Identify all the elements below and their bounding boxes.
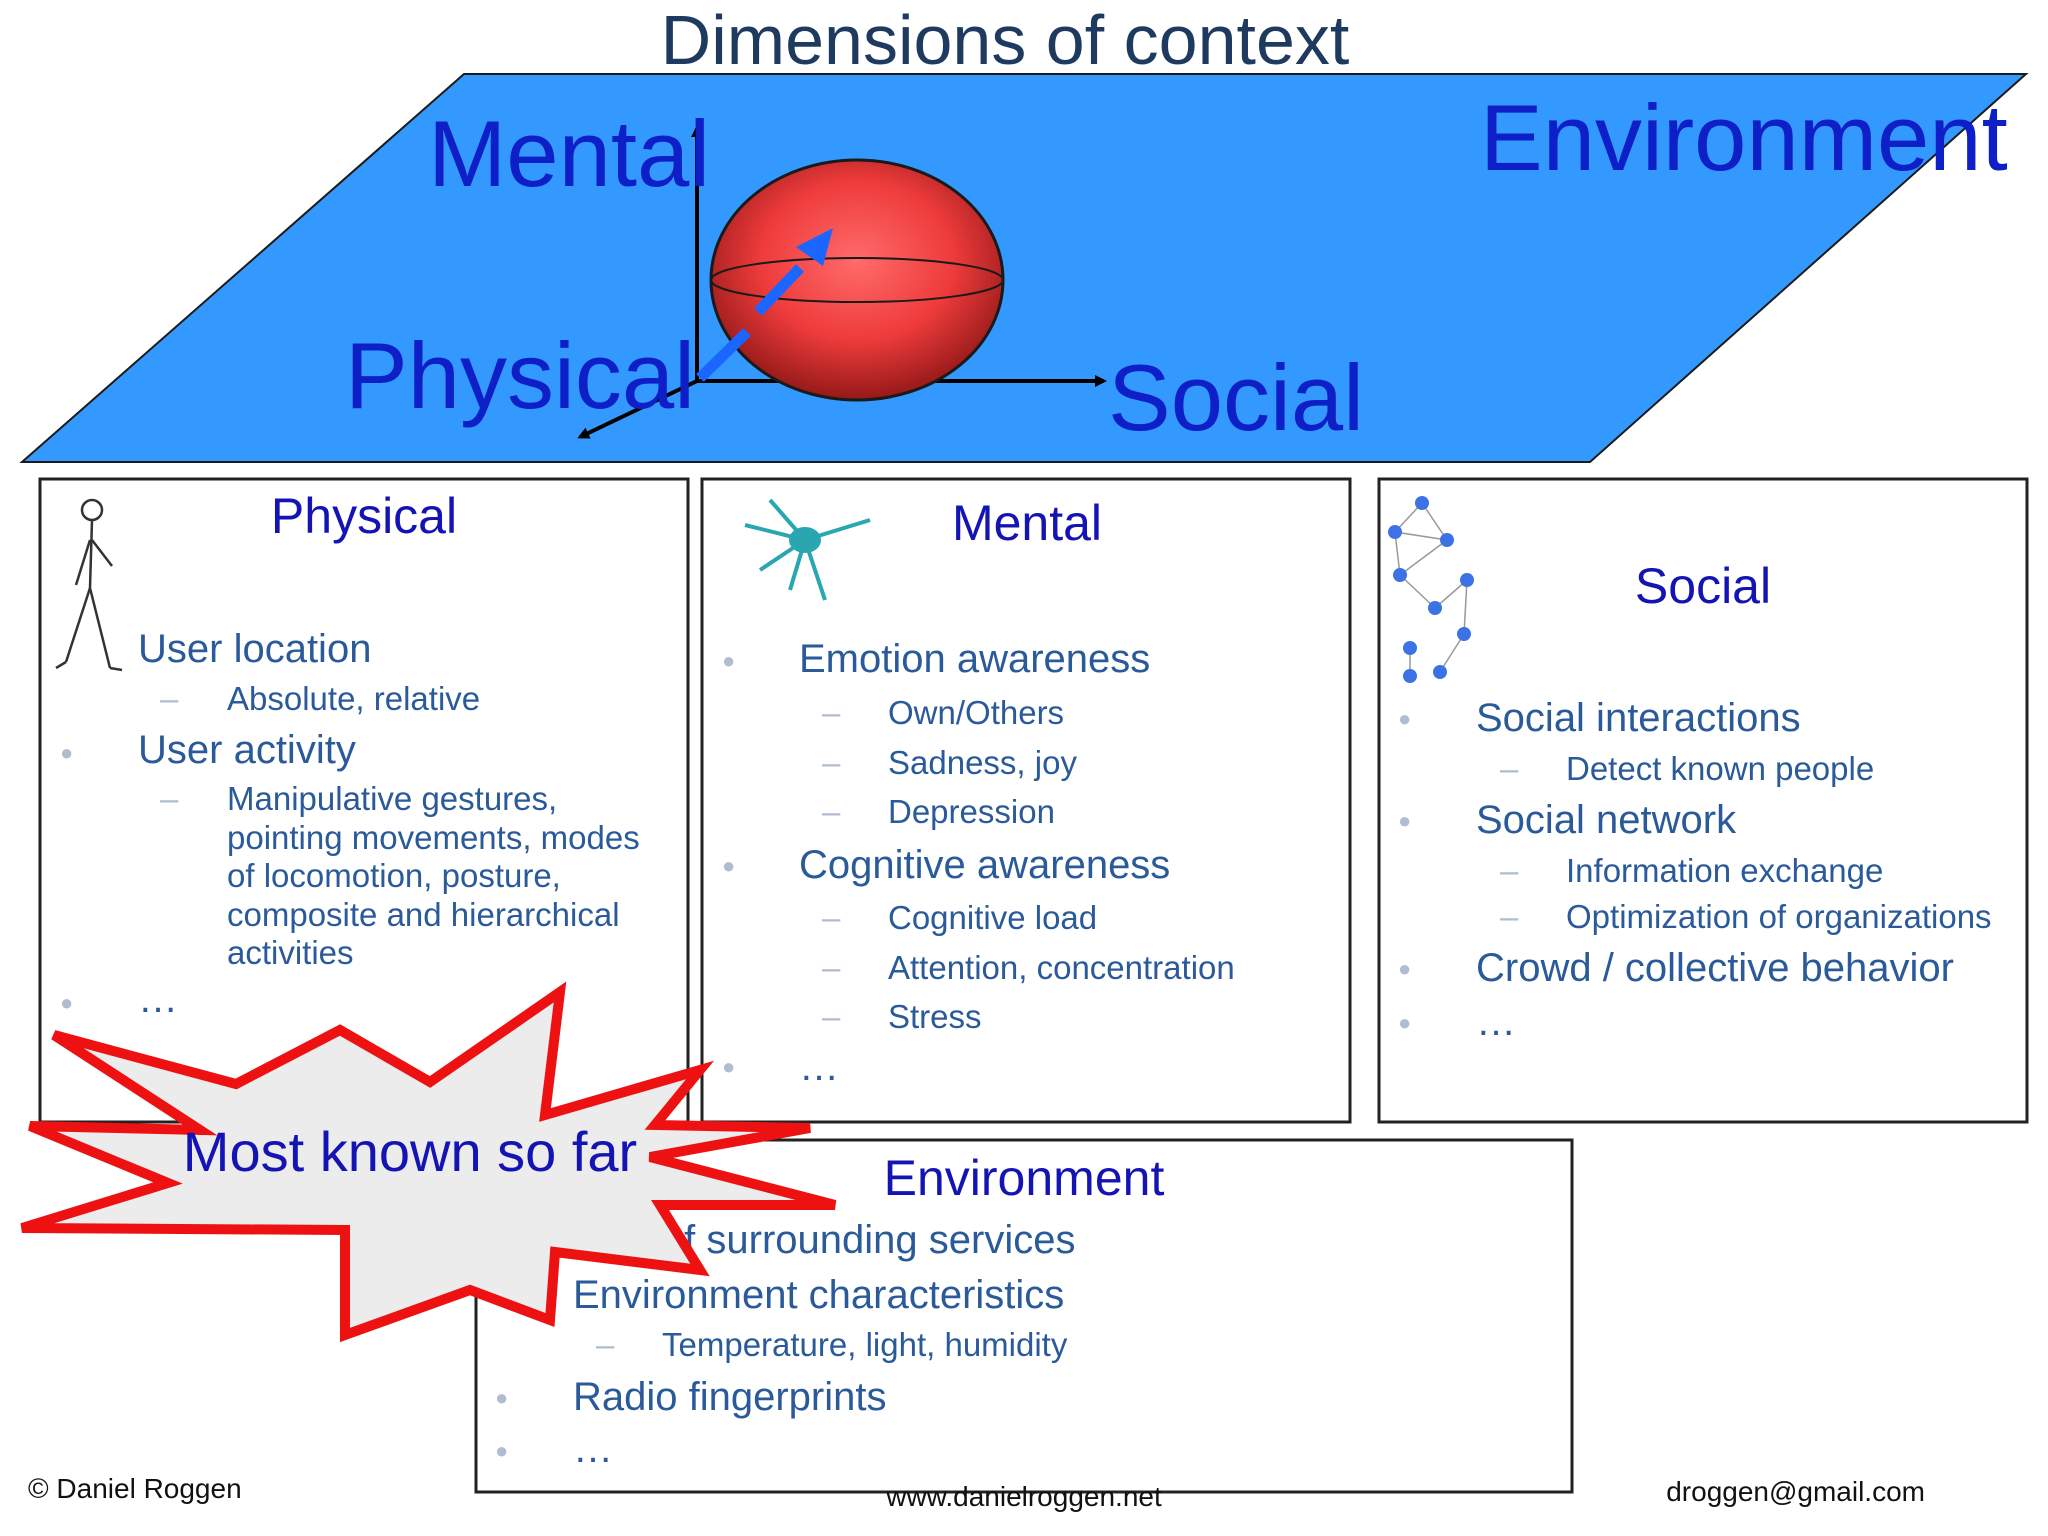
physical-box: Physical User location – Absolute, relat… xyxy=(38,477,690,1124)
physical-sub-1-1: Absolute, relative xyxy=(227,680,480,717)
dash-marker: – xyxy=(160,680,179,717)
mental-sub-1-2: Sadness, joy xyxy=(888,744,1077,781)
environment-item-3: Radio fingerprints xyxy=(573,1375,887,1419)
network-graph-icon xyxy=(1388,496,1474,683)
human-figure-icon xyxy=(55,498,123,672)
mental-box: Mental ● Emotion awareness – Own/Others … xyxy=(700,477,1352,1124)
dash-marker: – xyxy=(822,744,841,781)
physical-sub-2-1: Manipulative gestures, xyxy=(227,780,557,817)
dash-marker: – xyxy=(1500,898,1519,935)
physical-heading: Physical xyxy=(271,488,457,544)
footer-copyright: © Daniel Roggen xyxy=(28,1473,242,1504)
bullet-marker: ● xyxy=(722,1054,735,1079)
physical-axis xyxy=(577,379,698,439)
plane-label-environment: Environment xyxy=(1480,85,2008,190)
physical-sub-2-3: of locomotion, posture, xyxy=(227,857,561,894)
bullet-marker: ● xyxy=(60,990,73,1015)
dash-marker: – xyxy=(822,793,841,830)
dash-marker: – xyxy=(822,899,841,936)
mental-sub-2-1: Cognitive load xyxy=(888,899,1097,936)
social-sub-1-1: Detect known people xyxy=(1566,750,1874,787)
social-box: Social ● Social interactions – Detect kn… xyxy=(1377,477,2029,1124)
bullet-marker: ● xyxy=(1398,956,1411,981)
bullet-marker: ● xyxy=(722,648,735,673)
physical-item-1: User location xyxy=(138,627,371,671)
diagram-title: Dimensions of context xyxy=(661,1,1350,79)
bullet-marker: ● xyxy=(1398,706,1411,731)
social-sub-2-2: Optimization of organizations xyxy=(1566,898,1992,935)
physical-item-3: … xyxy=(138,977,178,1021)
context-vector-arrow xyxy=(754,264,804,316)
environment-item-4: … xyxy=(573,1427,613,1471)
mental-item-3: … xyxy=(799,1045,839,1089)
social-sub-2-1: Information exchange xyxy=(1566,852,1883,889)
dash-marker: – xyxy=(822,694,841,731)
burst-shape xyxy=(20,981,837,1343)
physical-sub-2-5: activities xyxy=(227,934,354,971)
dash-marker: – xyxy=(160,780,179,817)
burst-label: Most known so far xyxy=(183,1120,637,1183)
physical-sub-2-2: pointing movements, modes xyxy=(227,819,640,856)
bullet-marker: ● xyxy=(495,1438,508,1463)
dash-marker: – xyxy=(822,949,841,986)
environment-item-2: Environment characteristics xyxy=(573,1273,1064,1317)
context-sphere xyxy=(696,158,1005,402)
most-known-burst: Most known so far xyxy=(20,981,837,1343)
dash-marker: – xyxy=(1500,750,1519,787)
bullet-marker: ● xyxy=(722,853,735,878)
social-item-4: … xyxy=(1476,1000,1516,1044)
dash-marker: – xyxy=(596,1326,615,1363)
physical-item-2: User activity xyxy=(138,728,356,772)
plane-label-physical: Physical xyxy=(345,323,695,428)
bullet-marker: ● xyxy=(1398,808,1411,833)
mental-heading: Mental xyxy=(952,495,1102,551)
environment-heading: Environment xyxy=(884,1150,1165,1206)
bullet-marker: ● xyxy=(60,740,73,765)
mental-item-1: Emotion awareness xyxy=(799,637,1150,681)
mental-sub-1-1: Own/Others xyxy=(888,694,1064,731)
social-heading: Social xyxy=(1635,558,1771,614)
neuron-icon xyxy=(744,498,871,601)
bullet-marker: ● xyxy=(1398,1010,1411,1035)
dash-marker: – xyxy=(1500,852,1519,889)
physical-sub-2-4: composite and hierarchical xyxy=(227,896,620,933)
mental-sub-2-3: Stress xyxy=(888,998,982,1035)
mental-sub-2-2: Attention, concentration xyxy=(888,949,1235,986)
social-item-3: Crowd / collective behavior xyxy=(1476,946,1954,990)
social-item-1: Social interactions xyxy=(1476,696,1801,740)
environment-sub-2-1: Temperature, light, humidity xyxy=(662,1326,1068,1363)
footer-website: www.danielroggen.net xyxy=(885,1481,1162,1512)
mental-sub-1-3: Depression xyxy=(888,793,1055,830)
bullet-marker: ● xyxy=(495,1385,508,1410)
plane-label-social: Social xyxy=(1108,345,1364,450)
context-plane xyxy=(19,73,2029,463)
dash-marker: – xyxy=(822,998,841,1035)
plane-label-mental: Mental xyxy=(428,101,710,206)
social-item-2: Social network xyxy=(1476,798,1737,842)
mental-item-2: Cognitive awareness xyxy=(799,843,1170,887)
footer-email: droggen@gmail.com xyxy=(1666,1476,1925,1507)
